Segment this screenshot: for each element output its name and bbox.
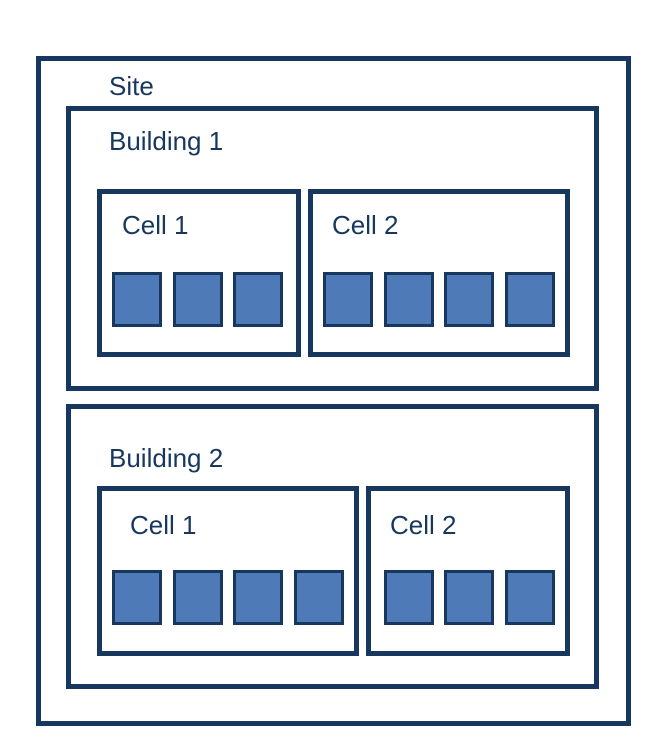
building-2-cell-2-unit	[444, 570, 494, 625]
building-1-cell-1-box	[97, 189, 301, 357]
building-2-cell-2-unit	[505, 570, 555, 625]
building-1-box	[66, 106, 599, 391]
building-1-cell-1-unit	[233, 272, 283, 327]
site-label: Site	[109, 71, 154, 101]
site-box	[36, 56, 631, 726]
building-1-cell-2-unit	[505, 272, 555, 327]
building-2-cell-1-unit	[112, 570, 162, 625]
building-2-cell-1-unit	[173, 570, 223, 625]
building-1-cell-2-unit	[444, 272, 494, 327]
building-2-box	[66, 404, 599, 689]
building-2-cell-2-box	[366, 486, 570, 656]
building-1-cell-1-label: Cell 1	[122, 210, 189, 240]
building-2-cell-1-unit	[233, 570, 283, 625]
building-2-cell-1-box	[97, 486, 359, 656]
building-2-cell-2-unit	[384, 570, 434, 625]
building-1-cell-2-unit	[384, 272, 434, 327]
building-2-label: Building 2	[109, 443, 224, 473]
building-1-cell-2-box	[308, 189, 570, 357]
building-2-cell-2-label: Cell 2	[390, 510, 457, 540]
building-1-cell-1-unit	[112, 272, 162, 327]
building-1-label: Building 1	[109, 126, 224, 156]
building-1-cell-2-label: Cell 2	[332, 210, 399, 240]
building-1-cell-1-unit	[173, 272, 223, 327]
building-1-cell-2-unit	[323, 272, 373, 327]
building-2-cell-1-unit	[294, 570, 344, 625]
building-2-cell-1-label: Cell 1	[130, 510, 197, 540]
